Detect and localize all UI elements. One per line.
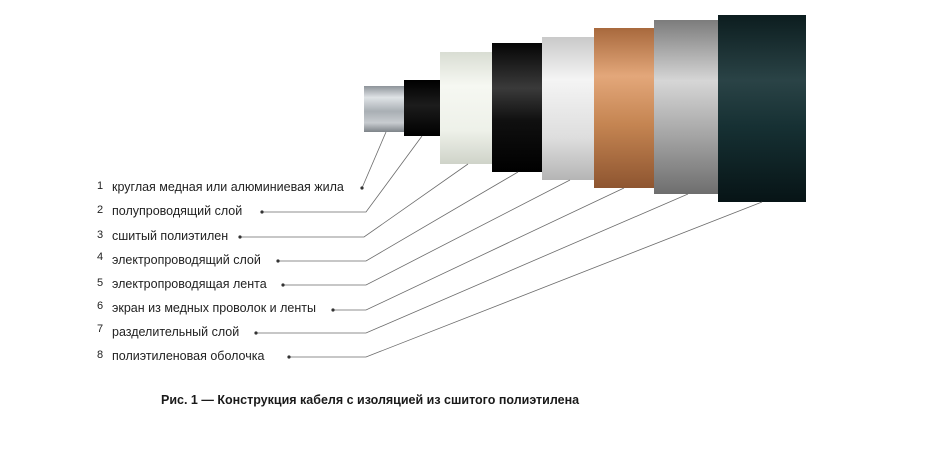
figure-caption: Рис. 1 — Конструкция кабеля с изоляцией … bbox=[161, 393, 580, 407]
layer-semiconductive bbox=[404, 80, 442, 136]
layer-label-8: полиэтиленовая оболочка bbox=[112, 349, 265, 363]
leader-dot-3 bbox=[238, 235, 242, 239]
layer-number-5: 5 bbox=[96, 277, 104, 289]
layer-number-3: 3 bbox=[96, 229, 104, 241]
layer-conductive bbox=[492, 43, 544, 172]
layer-number-1: 1 bbox=[96, 180, 104, 192]
layer-label-3: сшитый полиэтилен bbox=[112, 229, 229, 243]
layer-number-2: 2 bbox=[96, 204, 104, 216]
leader-dot-5 bbox=[281, 283, 285, 287]
layer-number-6: 6 bbox=[96, 300, 104, 312]
leader-line-7 bbox=[256, 193, 689, 334]
layer-label-4: электропроводящий слой bbox=[112, 253, 261, 267]
leader-lines bbox=[240, 131, 763, 358]
leader-line-6 bbox=[333, 187, 625, 311]
leader-line-3 bbox=[240, 163, 469, 238]
layer-label-7: разделительный слой bbox=[112, 325, 240, 339]
leader-dot-6 bbox=[331, 308, 335, 312]
layer-copper-screen bbox=[594, 28, 656, 188]
layer-label-5: электропроводящая лента bbox=[112, 277, 267, 291]
layer-label-2: полупроводящий слой bbox=[112, 204, 243, 218]
leader-dot-1 bbox=[360, 186, 364, 190]
layer-label-6: экран из медных проволок и ленты bbox=[112, 301, 316, 315]
leader-dot-2 bbox=[260, 210, 264, 214]
cable-cross-section bbox=[364, 15, 806, 202]
leader-dots bbox=[238, 186, 364, 359]
layer-conductor bbox=[364, 86, 406, 132]
layer-number-4: 4 bbox=[96, 251, 104, 263]
layer-xlpe bbox=[440, 52, 494, 164]
layer-label-1: круглая медная или алюминиевая жила bbox=[112, 180, 344, 194]
leader-line-8 bbox=[289, 201, 763, 358]
leader-dot-7 bbox=[254, 331, 258, 335]
leader-line-1 bbox=[361, 131, 387, 189]
leader-dot-8 bbox=[287, 355, 291, 359]
leader-line-2 bbox=[262, 135, 423, 213]
layer-number-8: 8 bbox=[96, 349, 104, 361]
leader-line-4 bbox=[278, 171, 519, 262]
layer-conductive-tape bbox=[542, 37, 596, 180]
layer-separating bbox=[654, 20, 720, 194]
layer-number-7: 7 bbox=[96, 323, 104, 335]
leader-line-5 bbox=[283, 179, 571, 286]
layer-sheath bbox=[718, 15, 806, 202]
leader-dot-4 bbox=[276, 259, 280, 263]
